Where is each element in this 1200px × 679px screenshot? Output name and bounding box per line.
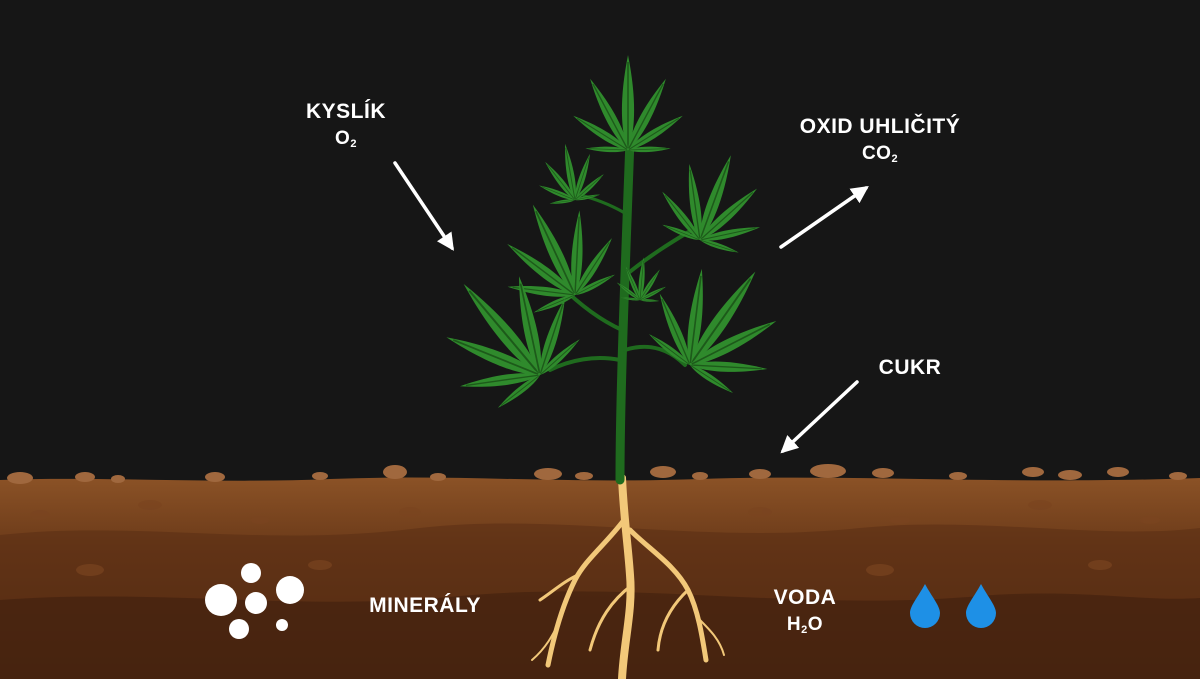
water-label: VODA H2O (745, 586, 865, 637)
water-drop-icon (910, 584, 940, 628)
water-drops (910, 584, 996, 628)
leaf-lower-right (632, 232, 812, 407)
leaf-middle-left (479, 179, 631, 323)
minerals-title: MINERÁLY (369, 594, 481, 617)
carbon-dioxide-title: OXID UHLIČITÝ (799, 115, 961, 138)
carbon-dioxide-formula: CO2 (861, 143, 899, 166)
water-drop-icon (966, 584, 996, 628)
pebbles (7, 464, 1187, 484)
oxygen-label: KYSLÍK O2 (286, 100, 406, 151)
arrows (393, 161, 869, 454)
plant-leaves (409, 55, 811, 424)
oxygen-formula: O2 (335, 128, 357, 151)
carbon-dioxide-label: OXID UHLIČITÝ CO2 (770, 115, 990, 166)
sugar-arrow (780, 380, 859, 454)
sugar-label: CUKR (855, 356, 965, 380)
mineral-dots-icon (205, 563, 304, 639)
oxygen-title: KYSLÍK (305, 100, 386, 123)
leaf-lower-left (409, 238, 597, 424)
oxygen-arrow (393, 161, 454, 251)
water-formula: H2O (786, 614, 824, 637)
carbon-dioxide-arrow (779, 186, 869, 249)
leaf-top (571, 55, 685, 154)
roots (531, 474, 725, 679)
water-title: VODA (773, 586, 837, 609)
sugar-title: CUKR (878, 356, 942, 379)
soil (0, 477, 1200, 679)
minerals-label: MINERÁLY (340, 594, 510, 618)
